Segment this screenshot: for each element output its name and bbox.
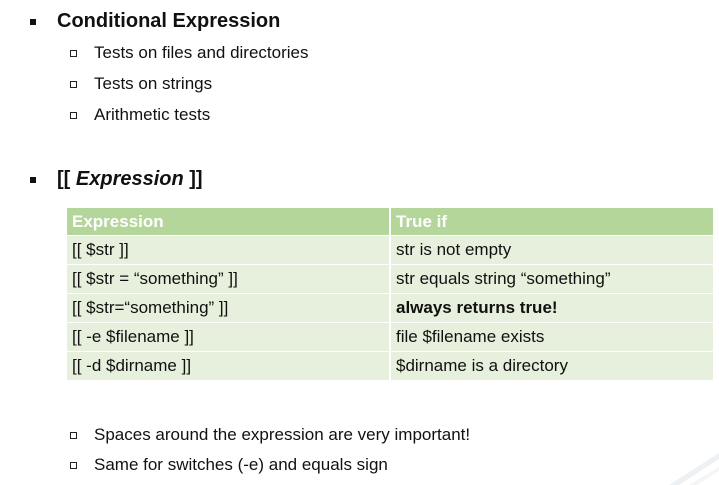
list-item-text: Tests on strings: [94, 74, 213, 93]
note-text: Spaces around the expression are very im…: [94, 425, 471, 444]
expression-table: Expression True if [[ $str ]] str is not…: [67, 207, 713, 381]
hollow-square-bullet-icon: [70, 80, 77, 88]
expression-cell: [[ -e $filename ]]: [67, 323, 389, 351]
list-item-text: Tests on files and directories: [94, 43, 309, 62]
true-if-cell: file $filename exists: [389, 323, 713, 351]
true-if-cell-emphasized: always returns true!: [389, 294, 713, 322]
table-row: [[ -e $filename ]] file $filename exists: [67, 323, 713, 351]
hollow-square-bullet-icon: [70, 49, 77, 57]
hollow-square-bullet-icon: [70, 431, 77, 439]
hollow-square-bullet-icon: [70, 111, 77, 119]
hollow-square-bullet-icon: [70, 461, 77, 469]
heading-italic: Expression: [75, 168, 184, 190]
heading-suffix: ]]: [183, 168, 203, 190]
column-header-true-if: True if: [389, 208, 713, 235]
table-row: [[ $str ]] str is not empty: [67, 236, 713, 264]
table-header-row: Expression True if: [67, 208, 713, 235]
expression-cell: [[ $str=“something” ]]: [67, 294, 389, 322]
list-item-text: Arithmetic tests: [94, 105, 211, 124]
true-if-cell: str equals string “something”: [389, 265, 713, 293]
heading-prefix: [[: [57, 168, 76, 190]
column-header-expression: Expression: [67, 208, 389, 235]
list-item: Same for switches (-e) and equals sign: [70, 455, 388, 475]
heading-conditional-expression: Conditional Expression: [57, 10, 281, 32]
list-item: Spaces around the expression are very im…: [70, 425, 470, 445]
bullet-conditional-expression: Conditional Expression: [30, 10, 280, 33]
bullet-expression-syntax: [[ Expression ]]: [30, 168, 203, 191]
list-item: Tests on files and directories: [70, 43, 309, 63]
heading-expression-syntax: [[ Expression ]]: [57, 168, 203, 191]
true-if-cell: str is not empty: [389, 236, 713, 264]
table-row: [[ $str = “something” ]] str equals stri…: [67, 265, 713, 293]
expression-cell: [[ $str ]]: [67, 236, 389, 264]
square-bullet-icon: [30, 18, 36, 25]
true-if-cell: $dirname is a directory: [389, 352, 713, 380]
note-text: Same for switches (-e) and equals sign: [94, 455, 388, 474]
corner-swoosh-decoration-icon: [669, 453, 719, 485]
expression-cell: [[ $str = “something” ]]: [67, 265, 389, 293]
table-row: [[ $str=“something” ]] always returns tr…: [67, 294, 713, 322]
square-bullet-icon: [30, 176, 36, 183]
table-row: [[ -d $dirname ]] $dirname is a director…: [67, 352, 713, 380]
expression-cell: [[ -d $dirname ]]: [67, 352, 389, 380]
list-item: Arithmetic tests: [70, 105, 210, 125]
list-item: Tests on strings: [70, 74, 212, 94]
